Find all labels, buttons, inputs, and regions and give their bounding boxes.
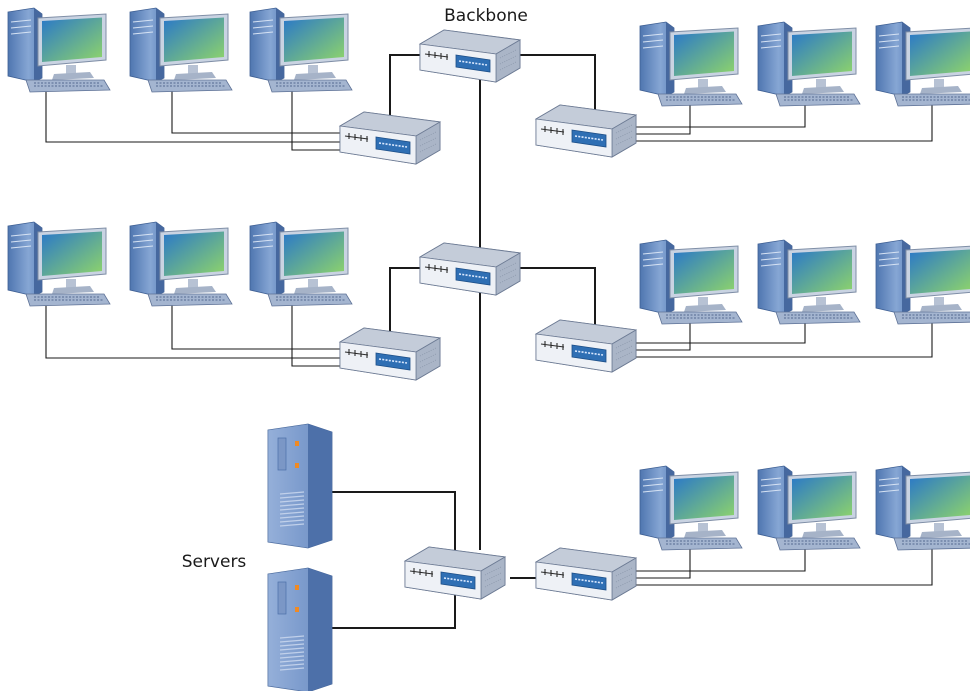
access-switch-mid-left-icon [339, 327, 441, 381]
workstation-group-top-right [639, 21, 970, 107]
backbone-label: Backbone [444, 6, 528, 26]
workstation-icon [129, 221, 233, 307]
access-switch-top-left-icon [339, 111, 441, 165]
server-icon [267, 423, 333, 549]
backbone-cables [330, 54, 596, 629]
access-switch-mid-right-icon [535, 319, 637, 373]
access-switch-bottom-right-icon [535, 547, 637, 601]
workstation-group-mid-left [7, 221, 353, 307]
server-icon [267, 567, 333, 691]
workstation-icon [757, 465, 861, 551]
workstation-cables [45, 88, 933, 586]
workstation-icon [639, 239, 743, 325]
workstation-icon [757, 21, 861, 107]
workstation-icon [639, 21, 743, 107]
backbone-switch-icon [419, 29, 521, 83]
workstation-icon [249, 7, 353, 93]
core-switch-mid-icon [419, 242, 521, 296]
servers-label: Servers [182, 552, 247, 572]
workstation-icon [875, 239, 970, 325]
workstation-icon [875, 21, 970, 107]
core-switch-bottom-icon [404, 546, 506, 600]
workstation-group-top-left [7, 7, 353, 93]
workstation-group-mid-right [639, 239, 970, 325]
workstation-icon [757, 239, 861, 325]
workstation-icon [249, 221, 353, 307]
server-group [267, 423, 333, 691]
workstation-icon [129, 7, 233, 93]
workstation-icon [7, 7, 111, 93]
workstation-icon [7, 221, 111, 307]
workstation-group-bottom-right [639, 465, 970, 551]
access-switch-top-right-icon [535, 104, 637, 158]
workstation-icon [639, 465, 743, 551]
workstation-icon [875, 465, 970, 551]
